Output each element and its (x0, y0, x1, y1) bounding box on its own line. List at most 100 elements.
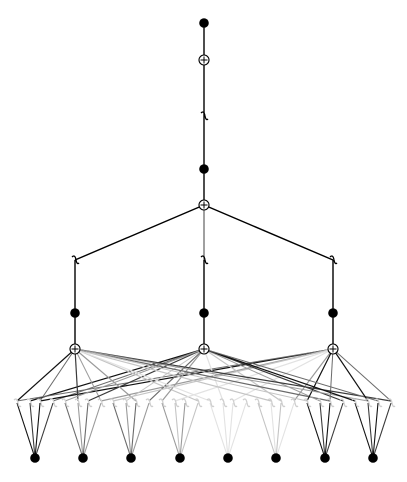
input-fan-edge (125, 402, 132, 459)
input-node (78, 453, 88, 463)
input-fan-edge (372, 402, 379, 459)
input-fan-edge (275, 402, 295, 459)
hidden-edge (203, 204, 334, 261)
cross-edge (74, 348, 272, 402)
input-fan-edge (275, 402, 282, 459)
hidden-node (328, 308, 338, 318)
cross-edge (74, 348, 369, 402)
activation-glyph (13, 398, 22, 408)
cross-edge (74, 348, 211, 402)
input-fan-edge (372, 402, 392, 459)
cross-edge (332, 348, 369, 402)
cross-edge (203, 348, 224, 402)
activation-glyph (97, 398, 106, 408)
activation-glyph (242, 398, 251, 408)
input-fan-edge (227, 402, 234, 459)
activation-glyph (158, 398, 167, 408)
cross-edge (148, 348, 205, 402)
input-fan-edge (324, 402, 331, 459)
hidden-activation-glyph (329, 255, 338, 265)
middle-node (199, 164, 209, 174)
input-fan-edge (64, 402, 84, 459)
input-fan-edge (367, 402, 374, 459)
activation-glyph (74, 398, 83, 408)
activation-glyph (122, 398, 131, 408)
cross-edge (29, 348, 205, 402)
activation-glyph (364, 398, 373, 408)
activation-glyph (194, 398, 203, 408)
input-node (30, 453, 40, 463)
input-fan-edge (306, 402, 326, 459)
cross-edge (74, 348, 102, 402)
input-fan-edge (257, 402, 277, 459)
cross-edge (232, 348, 334, 402)
input-fan-edge (34, 402, 54, 459)
input-fan-edge (174, 402, 181, 459)
cross-edge (74, 348, 392, 402)
activation-glyph (206, 398, 215, 408)
input-fan-edge (179, 402, 186, 459)
activation-glyph (316, 398, 325, 408)
input-fan-edge (112, 402, 132, 459)
input-node (271, 453, 281, 463)
cross-edge (16, 348, 76, 402)
activation-glyph (49, 398, 58, 408)
input-fan-edge (130, 402, 137, 459)
hidden-node (199, 308, 209, 318)
cross-edge (174, 348, 334, 402)
cross-edge (64, 348, 205, 402)
activation-glyph (61, 398, 70, 408)
input-fan-edge (354, 402, 374, 459)
hidden-node (70, 308, 80, 318)
activation-glyph (374, 398, 383, 408)
input-fan-edge (161, 402, 181, 459)
cross-edge (203, 348, 356, 402)
activation-glyph (254, 398, 263, 408)
input-fan-edge (319, 402, 326, 459)
hidden-activation-glyph (200, 255, 209, 265)
cross-edge (74, 348, 79, 402)
cross-edge (39, 348, 76, 402)
input-fan-edge (227, 402, 247, 459)
cross-edge (87, 348, 205, 402)
hidden-activation-glyph (71, 255, 80, 265)
activation-glyph (132, 398, 141, 408)
top-activation-glyph (200, 111, 209, 121)
activation-glyph (387, 398, 396, 408)
input-node (223, 453, 233, 463)
cross-edge (306, 348, 334, 402)
input-fan-edge (222, 402, 229, 459)
output-node (199, 18, 209, 28)
activation-glyph (351, 398, 360, 408)
cross-edge (125, 348, 205, 402)
cross-edge (74, 348, 331, 402)
activation-glyph (171, 398, 180, 408)
activation-glyph (36, 398, 45, 408)
cross-edge (74, 348, 199, 402)
input-fan-edge (270, 402, 277, 459)
cross-edge (74, 348, 137, 402)
input-node (126, 453, 136, 463)
activation-glyph (84, 398, 93, 408)
input-fan-edge (16, 402, 36, 459)
hidden-edge (74, 204, 205, 261)
cross-edge (332, 348, 392, 402)
input-fan-edge (130, 402, 150, 459)
activation-glyph (290, 398, 299, 408)
activation-glyph (181, 398, 190, 408)
input-fan-edge (324, 402, 344, 459)
activation-glyph (326, 398, 335, 408)
input-node (320, 453, 330, 463)
activation-glyph (219, 398, 228, 408)
input-fan-edge (82, 402, 102, 459)
activation-glyph (26, 398, 35, 408)
input-node (175, 453, 185, 463)
activation-glyph (229, 398, 238, 408)
input-node (368, 453, 378, 463)
input-fan-edge (34, 402, 41, 459)
cross-edge (52, 348, 205, 402)
activation-glyph (267, 398, 276, 408)
cross-edge (74, 348, 308, 402)
